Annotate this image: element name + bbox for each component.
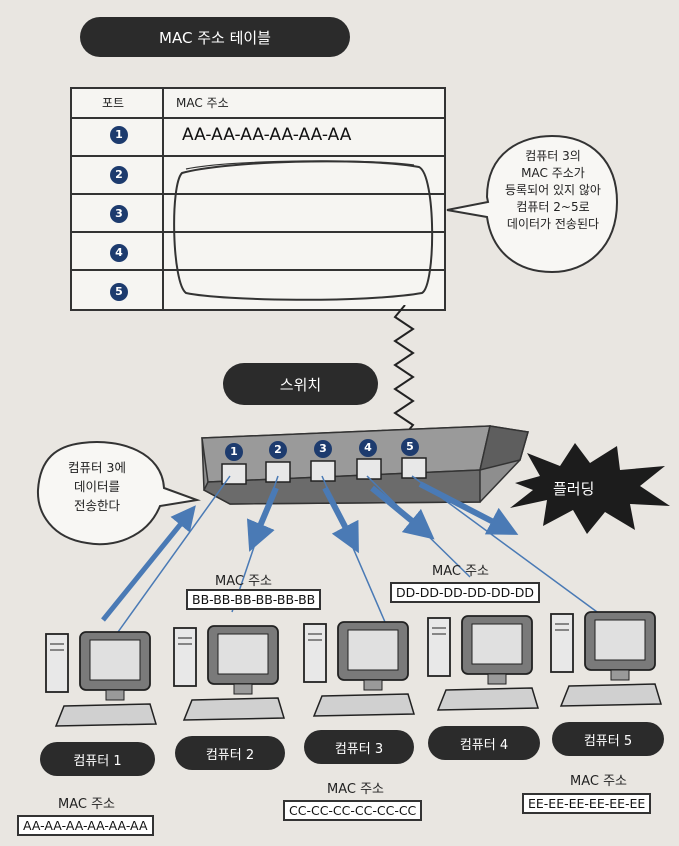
bubble-right-text: 컴퓨터 3의 MAC 주소가 등록되어 있지 않아 컴퓨터 2~5로 데이터가 … (493, 148, 613, 233)
bubble-left-line-3: 전송한다 (73, 498, 120, 513)
computer-1-label: 컴퓨터 1 (40, 742, 155, 776)
arrow-to-pc3 (322, 486, 359, 554)
computer-1-name: 컴퓨터 1 (73, 753, 122, 769)
table-row (72, 193, 444, 233)
computer-icon-1 (45, 631, 158, 727)
mac-box-pc3: CC-CC-CC-CC-CC-CC (283, 800, 423, 821)
zigzag-connector (393, 305, 415, 438)
computer-5-label: 컴퓨터 5 (552, 722, 664, 756)
bubble-right-line-1: 컴퓨터 3의 (525, 149, 581, 163)
switch-port-2: 2 (269, 441, 287, 459)
header-mac: MAC 주소 (176, 96, 229, 110)
mac-caption-pc3: MAC 주소 (327, 782, 385, 797)
mac-caption-pc5: MAC 주소 (570, 774, 628, 789)
port-badge-2: 2 (110, 166, 128, 184)
header-port: 포트 (102, 96, 125, 110)
mac-entry-1: AA-AA-AA-AA-AA-AA (182, 125, 352, 145)
flooding-burst (510, 443, 670, 534)
arrow-to-pc5 (418, 481, 519, 535)
mac-caption-pc2: MAC 주소 (215, 574, 273, 589)
mac-box-pc4: DD-DD-DD-DD-DD-DD (390, 582, 541, 603)
table-divider (162, 89, 164, 309)
speech-bubble-left (36, 441, 201, 546)
bubble-right-line-3: 등록되어 있지 않아 (505, 183, 601, 197)
computer-icon-3 (303, 621, 416, 717)
flooding-label: 플러딩 (553, 480, 595, 498)
bubble-left-text: 컴퓨터 3에 데이터를 전송한다 (42, 458, 152, 515)
computer-2-label: 컴퓨터 2 (175, 736, 285, 770)
bubble-right-line-2: MAC 주소가 (521, 166, 585, 180)
mac-caption-pc1: MAC 주소 (58, 797, 116, 812)
computer-4-label: 컴퓨터 4 (428, 726, 540, 760)
switch-port-4: 4 (359, 439, 377, 457)
computer-3-label: 컴퓨터 3 (304, 730, 414, 764)
computer-icon-2 (173, 625, 286, 721)
cable-1 (117, 475, 231, 633)
bubble-left-line-2: 데이터를 (73, 479, 120, 494)
switch-port-3: 3 (314, 440, 332, 458)
empty-rows-outline (173, 160, 434, 301)
speech-bubble-right (446, 134, 619, 274)
computer-2-name: 컴퓨터 2 (205, 747, 255, 763)
port-badge-5: 5 (110, 283, 128, 301)
table-row (72, 231, 444, 271)
port-badge-1: 1 (110, 126, 128, 144)
bubble-left-line-1: 컴퓨터 3에 (68, 460, 126, 475)
mac-address-table: 포트 MAC 주소 1 2 3 4 5 AA-AA-AA-AA-AA-AA (70, 87, 446, 311)
computer-3-name: 컴퓨터 3 (334, 741, 384, 757)
port-badge-4: 4 (110, 244, 128, 262)
mac-caption-pc4: MAC 주소 (432, 564, 490, 579)
computer-4-name: 컴퓨터 4 (459, 737, 509, 753)
switch-label-text: 스위치 (279, 375, 322, 394)
table-title-text: MAC 주소 테이블 (159, 28, 271, 47)
table-row (72, 269, 444, 309)
bubble-right-line-4: 컴퓨터 2~5로 (516, 200, 590, 214)
bubble-right-line-5: 데이터가 전송된다 (506, 217, 600, 231)
arrow-to-pc2 (246, 486, 279, 552)
mac-box-pc1: AA-AA-AA-AA-AA-AA (17, 815, 154, 836)
mac-box-pc2: BB-BB-BB-BB-BB-BB (186, 589, 322, 610)
port-badge-3: 3 (110, 205, 128, 223)
table-row (72, 117, 444, 157)
table-row (72, 155, 444, 195)
table-title: MAC 주소 테이블 (80, 17, 350, 57)
computer-5-name: 컴퓨터 5 (583, 733, 633, 749)
computer-icon-4 (427, 615, 540, 711)
switch-label: 스위치 (223, 363, 378, 405)
arrow-to-pc4 (370, 485, 435, 540)
mac-box-pc5: EE-EE-EE-EE-EE-EE (522, 793, 652, 814)
arrow-to-switch (101, 505, 196, 622)
switch-port-5: 5 (401, 438, 419, 456)
switch-port-1: 1 (225, 443, 243, 461)
computer-icon-5 (550, 611, 663, 707)
